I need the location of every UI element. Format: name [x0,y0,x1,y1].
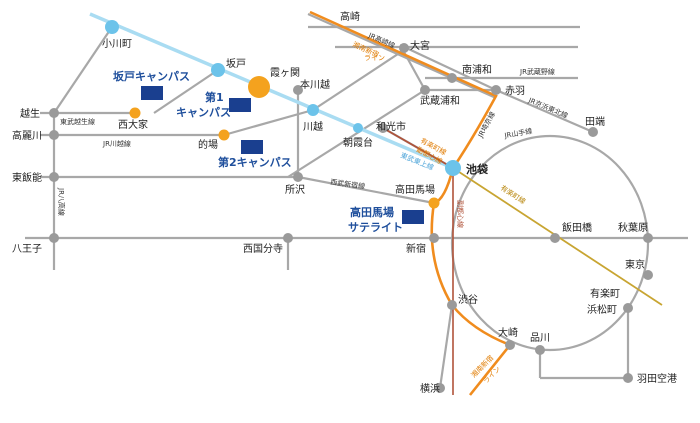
line-fukutoshin: 副都心線 [456,200,465,228]
station-hachioji: 八王子 [12,243,42,255]
tobu-tojo-line [89,12,454,170]
station-hanedakuko: 羽田空港 [637,372,677,385]
station-ikebukuro: 池袋 [466,162,489,176]
gray-stations [49,43,653,393]
station-labels: 小川町 坂戸 霞ヶ関 本川越 川越 朝霞台 和光市 池袋 高崎 大宮 南浦和 武… [12,10,677,395]
line-jr-kawagoe: JR川越線 [102,139,131,148]
station-kasumigaseki: 霞ヶ関 [270,67,300,79]
station-osaki: 大崎 [498,326,518,339]
station-tabata: 田端 [585,115,605,128]
campus-markers [141,86,424,224]
campus-dai1-line1: 第1 [205,90,224,104]
station-tokyo: 東京 [625,258,645,271]
station-yurakucho: 有楽町 [590,287,620,300]
station-oguse: 越生 [20,107,40,120]
station-takadanobaba: 高田馬場 [395,183,435,196]
station-nishiomiya: 西大家 [118,118,148,131]
station-asakadai: 朝霞台 [343,136,373,149]
station-minamiurawa: 南浦和 [462,63,492,76]
campus-labels: 坂戸キャンパス 第1 キャンパス 第2キャンパス 高田馬場 サテライト [113,69,403,234]
station-matoba: 的場 [198,138,218,151]
line-tobu-ogose: 東武越生線 [60,117,95,126]
station-yokohama: 横浜 [420,382,440,395]
station-shinjuku: 新宿 [406,242,426,255]
line-jr-keihin-tohoku: JR京浜東北線 [526,95,569,120]
station-shibuya: 渋谷 [458,293,478,306]
station-takasaki: 高崎 [340,10,360,23]
line-shonan-top-2: ライン [364,54,385,62]
station-wakoshi: 和光市 [376,120,406,133]
station-omiya: 大宮 [410,39,430,52]
station-hamamatsucho: 浜松町 [587,303,617,316]
station-musashiurawa: 武蔵浦和 [420,94,460,107]
campus-stations [129,76,440,209]
fukutoshin-line [382,127,454,395]
station-sakado: 坂戸 [226,58,246,70]
tojo-stations [105,20,461,176]
station-nishikokubunji: 西国分寺 [243,243,283,255]
line-seibu-shinjuku: 西武新宿線 [330,177,366,191]
campus-takadanobaba-line1: 高田馬場 [350,205,394,219]
line-yurakucho: 有楽町線 [499,183,527,206]
station-akihabara: 秋葉原 [618,221,648,234]
campus-takadanobaba-line2: サテライト [348,221,403,234]
station-honkawagoe: 本川越 [300,78,330,91]
campus-dai2: 第2キャンパス [218,155,292,169]
station-komagawa: 高麗川 [12,129,42,142]
station-akabane: 赤羽 [505,85,525,97]
station-higashihanno: 東飯能 [12,171,42,184]
station-iidabashi: 飯田橋 [562,221,592,234]
station-ogawamachi: 小川町 [102,38,132,50]
campus-sakado: 坂戸キャンパス [113,69,190,83]
line-jr-musashino: JR武蔵野線 [519,67,555,76]
station-tokorozawa: 所沢 [285,183,305,196]
station-kawagoe: 川越 [303,120,323,133]
line-jr-hachiko: JR八高線 [57,187,66,216]
station-shinagawa: 品川 [530,332,550,344]
campus-dai1-line2: キャンパス [176,106,231,119]
